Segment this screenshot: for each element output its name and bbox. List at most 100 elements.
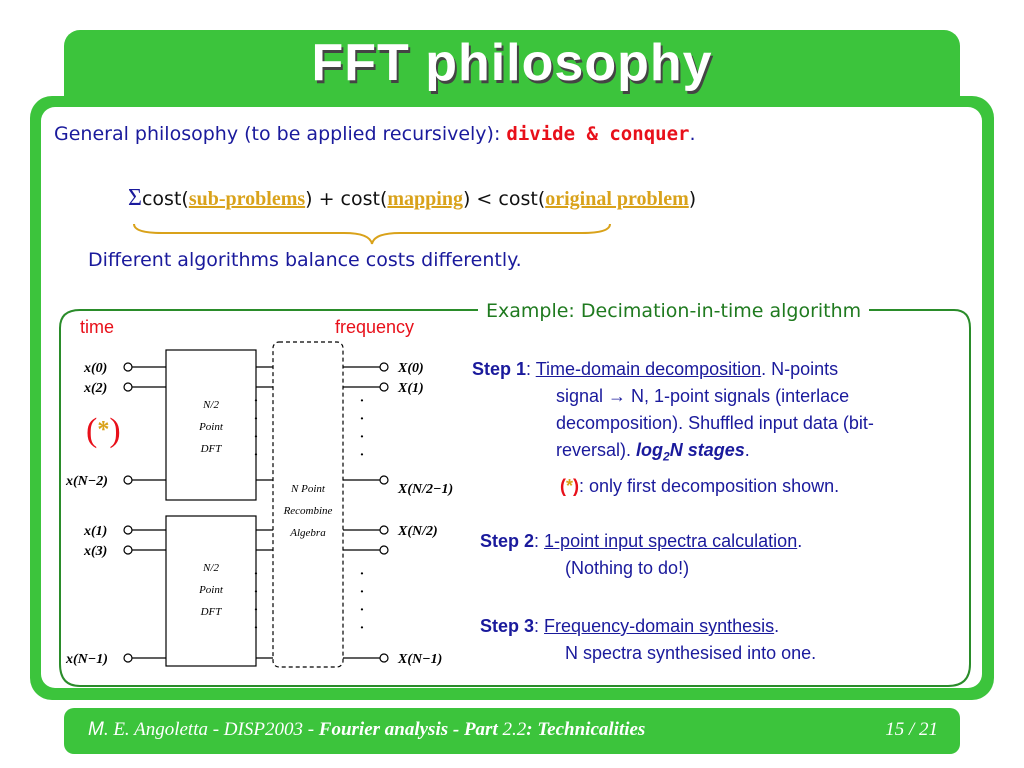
formula-original-problem: original problem [545,188,689,210]
ellipsis-dot: · [360,394,365,409]
ellipsis-dot: · [254,585,259,600]
time-label: time [80,317,115,337]
input-label: x(N−1) [65,652,108,667]
step-3-line-2: N spectra synthesised into one. [565,643,817,663]
footer-bar [64,708,960,754]
decomposition-note: (*): only first decomposition shown. [560,473,839,500]
footer-text: M. E. Angoletta - DISP2003 - Fourier ana… [88,716,938,744]
star-mark: * [97,417,110,443]
cost-formula: Σcost(sub-problems) + cost(mapping) < co… [128,184,696,213]
input-node [123,362,133,372]
input-label: x(3) [83,544,107,559]
output-label: X(N/2−1) [397,482,453,497]
formula-mapping: mapping [387,188,463,210]
step-2-colon: : [534,531,545,551]
step-3-head: Step 3 [480,616,535,636]
step-1-end: . [744,440,750,460]
step-2-line-2: (Nothing to do!) [565,558,690,578]
dft-bottom-line: N/2 [202,562,219,574]
step-1-topic: Time-domain decomposition [535,359,762,379]
output-node [379,475,389,485]
step-1-log: log [636,440,664,460]
note-paren-close: ) [573,476,580,496]
dft-top-line: N/2 [202,399,219,411]
input-node [123,475,133,485]
ellipsis-dot: · [360,603,365,618]
step-3-colon: : [534,616,545,636]
recombine-line: Algebra [289,527,326,539]
ellipsis-dot: · [360,621,365,636]
step-1-line-3: decomposition). Shuffled input data (bit… [556,413,874,433]
formula-sub-problems: sub-problems [188,188,306,210]
recombine-line: Recombine [283,505,333,517]
step-1-head: Step 1 [472,359,527,379]
example-frame [59,309,971,687]
input-label: x(N−2) [65,474,108,489]
output-label: X(0) [397,361,424,376]
paren-open: ( [86,412,98,449]
note-text: : only first decomposition shown. [579,476,840,496]
footer-course: Fourier analysis - Part [318,719,503,740]
step-3: Step 3: Frequency-domain synthesis. N sp… [480,613,960,667]
ellipsis-dot: · [360,412,365,427]
input-label: x(0) [83,361,107,376]
note-star: * [566,476,574,496]
paren-close: ) [109,412,121,449]
step-2-head: Step 2 [480,531,535,551]
intro-suffix: . [689,123,696,145]
output-node [379,653,389,663]
step-1-line-4a: reversal). [556,440,637,460]
recombine-line: N Point [290,483,326,495]
dft-block-top [165,349,257,501]
note-mark: (*) [560,476,579,496]
ellipsis-dot: · [360,585,365,600]
dft-block-bottom [165,515,257,667]
dft-bottom-line: Point [198,584,224,596]
output-node [379,525,389,535]
footer-page-number: 15 / 21 [885,719,938,740]
step-2: Step 2: 1-point input spectra calculatio… [480,528,960,582]
output-node [379,545,389,555]
formula-plus: ) + cost( [305,188,388,210]
formula-close: ) [688,188,697,210]
frequency-label: frequency [335,317,415,337]
intro-prefix: General philosophy (to be applied recurs… [54,123,507,145]
ellipsis-dot: · [254,430,259,445]
dft-top-line: DFT [200,443,223,455]
balance-text: Different algorithms balance costs diffe… [88,249,522,271]
step-2-end: . [797,531,803,551]
ellipsis-dot: · [254,603,259,618]
ellipsis-dot: · [254,394,259,409]
recombine-block [272,341,344,668]
ellipsis-dot: · [254,448,259,463]
footer-sep: : [526,719,538,740]
note-paren-open: ( [560,476,566,496]
footer-initial: M [88,719,104,740]
step-1-line1-rest: . N-points [761,359,839,379]
dft-bottom-line: DFT [200,606,223,618]
dit-flow-diagram: x(0) x(2) x(N−2) x(1) x(3) x(N−1) X(0) X… [65,341,453,668]
step-1-stages: N stages [669,440,745,460]
footer-topic: Technicalities [537,719,646,740]
input-label: x(1) [83,524,107,539]
step-3-end: . [774,616,780,636]
ellipsis-dot: · [360,448,365,463]
intro-highlight: divide & conquer [506,123,690,145]
input-label: x(2) [83,381,107,396]
example-label: Example: Decimation-in-time algorithm [478,297,870,325]
curly-brace [133,223,611,245]
output-label: X(N−1) [397,652,442,667]
ellipsis-dot: · [254,621,259,636]
formula-less: ) < cost( [462,188,546,210]
footer-part: 2.2 [502,719,527,740]
step-1: Step 1: Time-domain decomposition. N-poi… [472,356,972,471]
step-1-log-sub: 2 [663,449,670,464]
step-1-line-2: signal → N, 1-point signals (interlace [556,386,850,406]
input-node [123,653,133,663]
output-label: X(N/2) [397,524,438,539]
ellipsis-dot: · [360,567,365,582]
input-node [123,525,133,535]
dft-top-line: Point [198,421,224,433]
output-label: X(1) [397,381,424,396]
input-node [123,545,133,555]
